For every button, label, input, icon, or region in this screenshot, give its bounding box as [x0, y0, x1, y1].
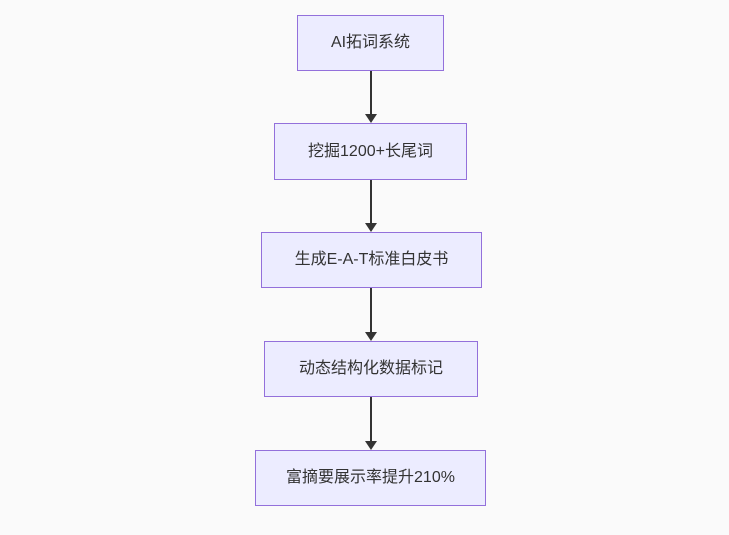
arrow-line [370, 288, 372, 334]
arrowhead-down-icon [365, 332, 377, 341]
node-label: 生成E-A-T标准白皮书 [294, 251, 449, 269]
flow-arrow-1-2 [365, 71, 377, 123]
arrow-line [370, 180, 372, 225]
flow-arrow-3-4 [365, 288, 377, 341]
flow-arrow-2-3 [365, 180, 377, 232]
node-label: 富摘要展示率提升210% [286, 469, 455, 487]
flowchart-node-eat-whitepaper: 生成E-A-T标准白皮书 [261, 232, 482, 288]
flowchart-node-structured-data: 动态结构化数据标记 [264, 341, 478, 397]
flowchart-node-longtail-mining: 挖掘1200+长尾词 [274, 123, 467, 180]
flowchart-node-rich-snippet-result: 富摘要展示率提升210% [255, 450, 486, 506]
node-label: 挖掘1200+长尾词 [308, 142, 433, 160]
flow-arrow-4-5 [365, 397, 377, 450]
arrowhead-down-icon [365, 441, 377, 450]
arrowhead-down-icon [365, 223, 377, 232]
arrow-line [370, 397, 372, 443]
node-label: 动态结构化数据标记 [298, 360, 443, 378]
flowchart-node-ai-word-system: AI拓词系统 [297, 15, 444, 71]
arrow-line [370, 71, 372, 116]
arrowhead-down-icon [365, 114, 377, 123]
node-label: AI拓词系统 [330, 34, 411, 52]
